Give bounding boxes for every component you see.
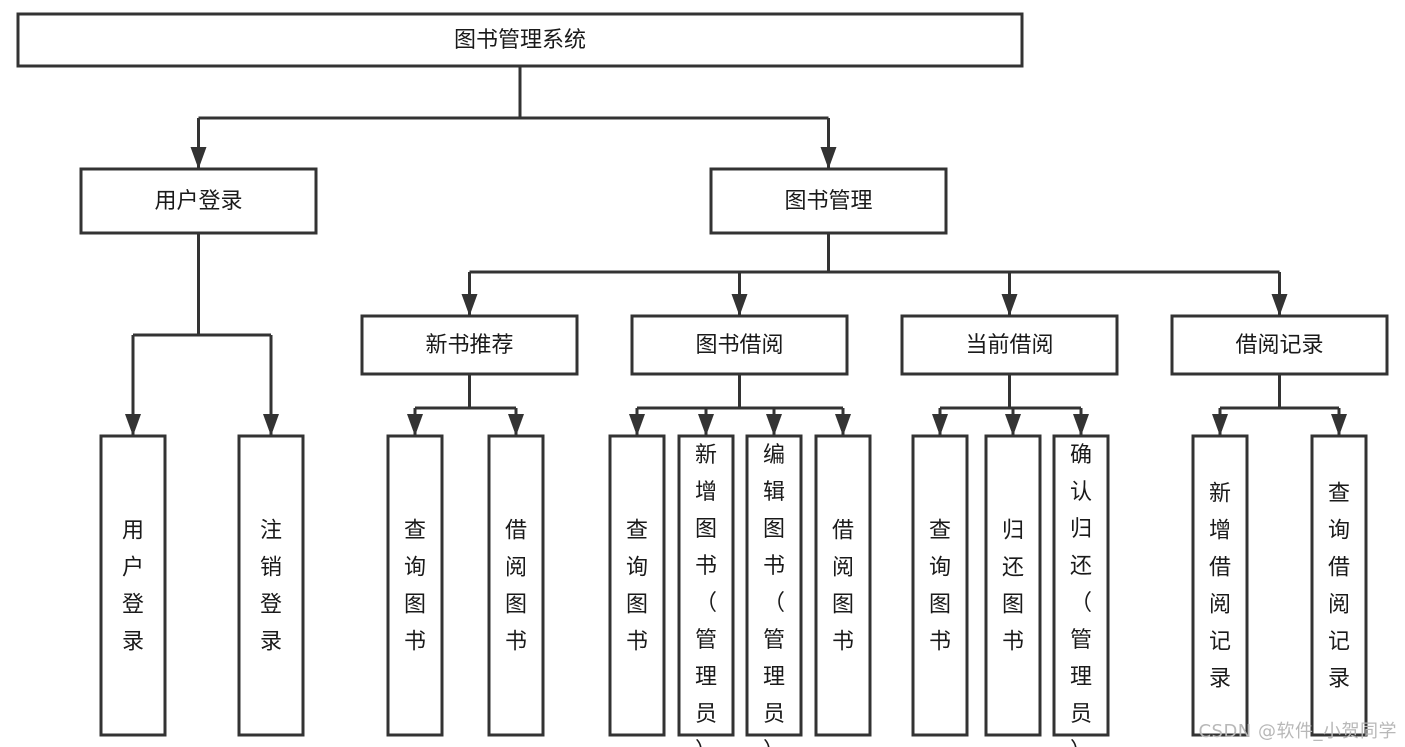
arrow-head-icon bbox=[1212, 414, 1228, 436]
node-label: 图书管理 bbox=[784, 189, 872, 214]
arrow-head-icon bbox=[1271, 294, 1288, 316]
node-box bbox=[900, 314, 1119, 376]
node-box bbox=[745, 434, 803, 737]
node-label: 新增图书（管理员） bbox=[695, 443, 717, 747]
node-当前借阅[interactable]: 当前借阅 bbox=[900, 314, 1119, 376]
node-box bbox=[709, 167, 948, 235]
node-box bbox=[99, 434, 167, 737]
node-借阅记录[interactable]: 借阅记录 bbox=[1170, 314, 1389, 376]
node-编辑图书管理员[interactable]: 编辑图书（管理员） bbox=[745, 434, 803, 747]
node-box bbox=[487, 434, 545, 737]
node-box bbox=[1310, 434, 1368, 737]
node-图书管理系统[interactable]: 图书管理系统 bbox=[16, 12, 1024, 68]
node-注销登录[interactable]: 注销登录 bbox=[237, 434, 305, 737]
node-新书推荐[interactable]: 新书推荐 bbox=[360, 314, 579, 376]
arrow-head-icon bbox=[1001, 294, 1018, 316]
node-label: 当前借阅 bbox=[965, 333, 1053, 358]
node-label: 查询图书 bbox=[626, 519, 648, 655]
node-box bbox=[16, 12, 1024, 68]
node-label: 编辑图书（管理员） bbox=[763, 443, 785, 747]
node-box bbox=[386, 434, 444, 737]
node-label: 注销登录 bbox=[260, 519, 282, 655]
node-归还图书[interactable]: 归还图书 bbox=[984, 434, 1042, 737]
node-label: 用户登录 bbox=[122, 519, 144, 655]
node-新增借阅记录[interactable]: 新增借阅记录 bbox=[1191, 434, 1249, 737]
arrow-head-icon bbox=[1005, 414, 1021, 436]
node-box bbox=[360, 314, 579, 376]
arrow-head-icon bbox=[190, 147, 207, 169]
arrow-head-icon bbox=[698, 414, 714, 436]
arrow-head-icon bbox=[508, 414, 524, 436]
arrow-head-icon bbox=[263, 414, 279, 436]
arrow-head-icon bbox=[1331, 414, 1347, 436]
node-图书借阅[interactable]: 图书借阅 bbox=[630, 314, 849, 376]
node-box bbox=[630, 314, 849, 376]
node-label: 新增借阅记录 bbox=[1209, 482, 1231, 692]
arrow-head-icon bbox=[835, 414, 851, 436]
node-借阅图书[interactable]: 借阅图书 bbox=[487, 434, 545, 737]
node-box bbox=[814, 434, 872, 737]
arrow-head-icon bbox=[766, 414, 782, 436]
node-用户登录[interactable]: 用户登录 bbox=[99, 434, 167, 737]
arrow-head-icon bbox=[820, 147, 837, 169]
node-新增图书管理员[interactable]: 新增图书（管理员） bbox=[677, 434, 735, 747]
arrow-head-icon bbox=[629, 414, 645, 436]
node-box bbox=[79, 167, 318, 235]
watermark-label: CSDN @软件_小贺同学 bbox=[1198, 721, 1397, 742]
node-label: 借阅图书 bbox=[505, 519, 527, 655]
node-box bbox=[608, 434, 666, 737]
node-label: 用户登录 bbox=[154, 189, 242, 214]
node-label: 归还图书 bbox=[1002, 519, 1024, 655]
node-查询图书[interactable]: 查询图书 bbox=[608, 434, 666, 737]
node-label: 图书借阅 bbox=[695, 333, 783, 358]
node-label: 确认归还（管理员） bbox=[1070, 443, 1092, 747]
arrow-head-icon bbox=[125, 414, 141, 436]
node-box bbox=[911, 434, 969, 737]
node-查询借阅记录[interactable]: 查询借阅记录 bbox=[1310, 434, 1368, 737]
arrow-head-icon bbox=[1073, 414, 1089, 436]
node-box bbox=[677, 434, 735, 737]
node-box bbox=[1191, 434, 1249, 737]
node-label: 借阅图书 bbox=[832, 519, 854, 655]
arrow-head-icon bbox=[461, 294, 478, 316]
node-box bbox=[1052, 434, 1110, 737]
node-用户登录[interactable]: 用户登录 bbox=[79, 167, 318, 235]
arrow-head-icon bbox=[932, 414, 948, 436]
node-图书管理[interactable]: 图书管理 bbox=[709, 167, 948, 235]
node-label: 借阅记录 bbox=[1235, 333, 1323, 358]
node-label: 图书管理系统 bbox=[454, 28, 586, 53]
node-box bbox=[984, 434, 1042, 737]
arrow-head-icon bbox=[407, 414, 423, 436]
node-label: 查询图书 bbox=[404, 519, 426, 655]
arrow-head-icon bbox=[731, 294, 748, 316]
node-查询图书[interactable]: 查询图书 bbox=[911, 434, 969, 737]
node-查询图书[interactable]: 查询图书 bbox=[386, 434, 444, 737]
node-label: 查询借阅记录 bbox=[1328, 482, 1350, 692]
node-box bbox=[237, 434, 305, 737]
node-label: 查询图书 bbox=[929, 519, 951, 655]
node-借阅图书[interactable]: 借阅图书 bbox=[814, 434, 872, 737]
node-box bbox=[1170, 314, 1389, 376]
node-确认归还管理员[interactable]: 确认归还（管理员） bbox=[1052, 434, 1110, 747]
node-label: 新书推荐 bbox=[425, 333, 513, 358]
